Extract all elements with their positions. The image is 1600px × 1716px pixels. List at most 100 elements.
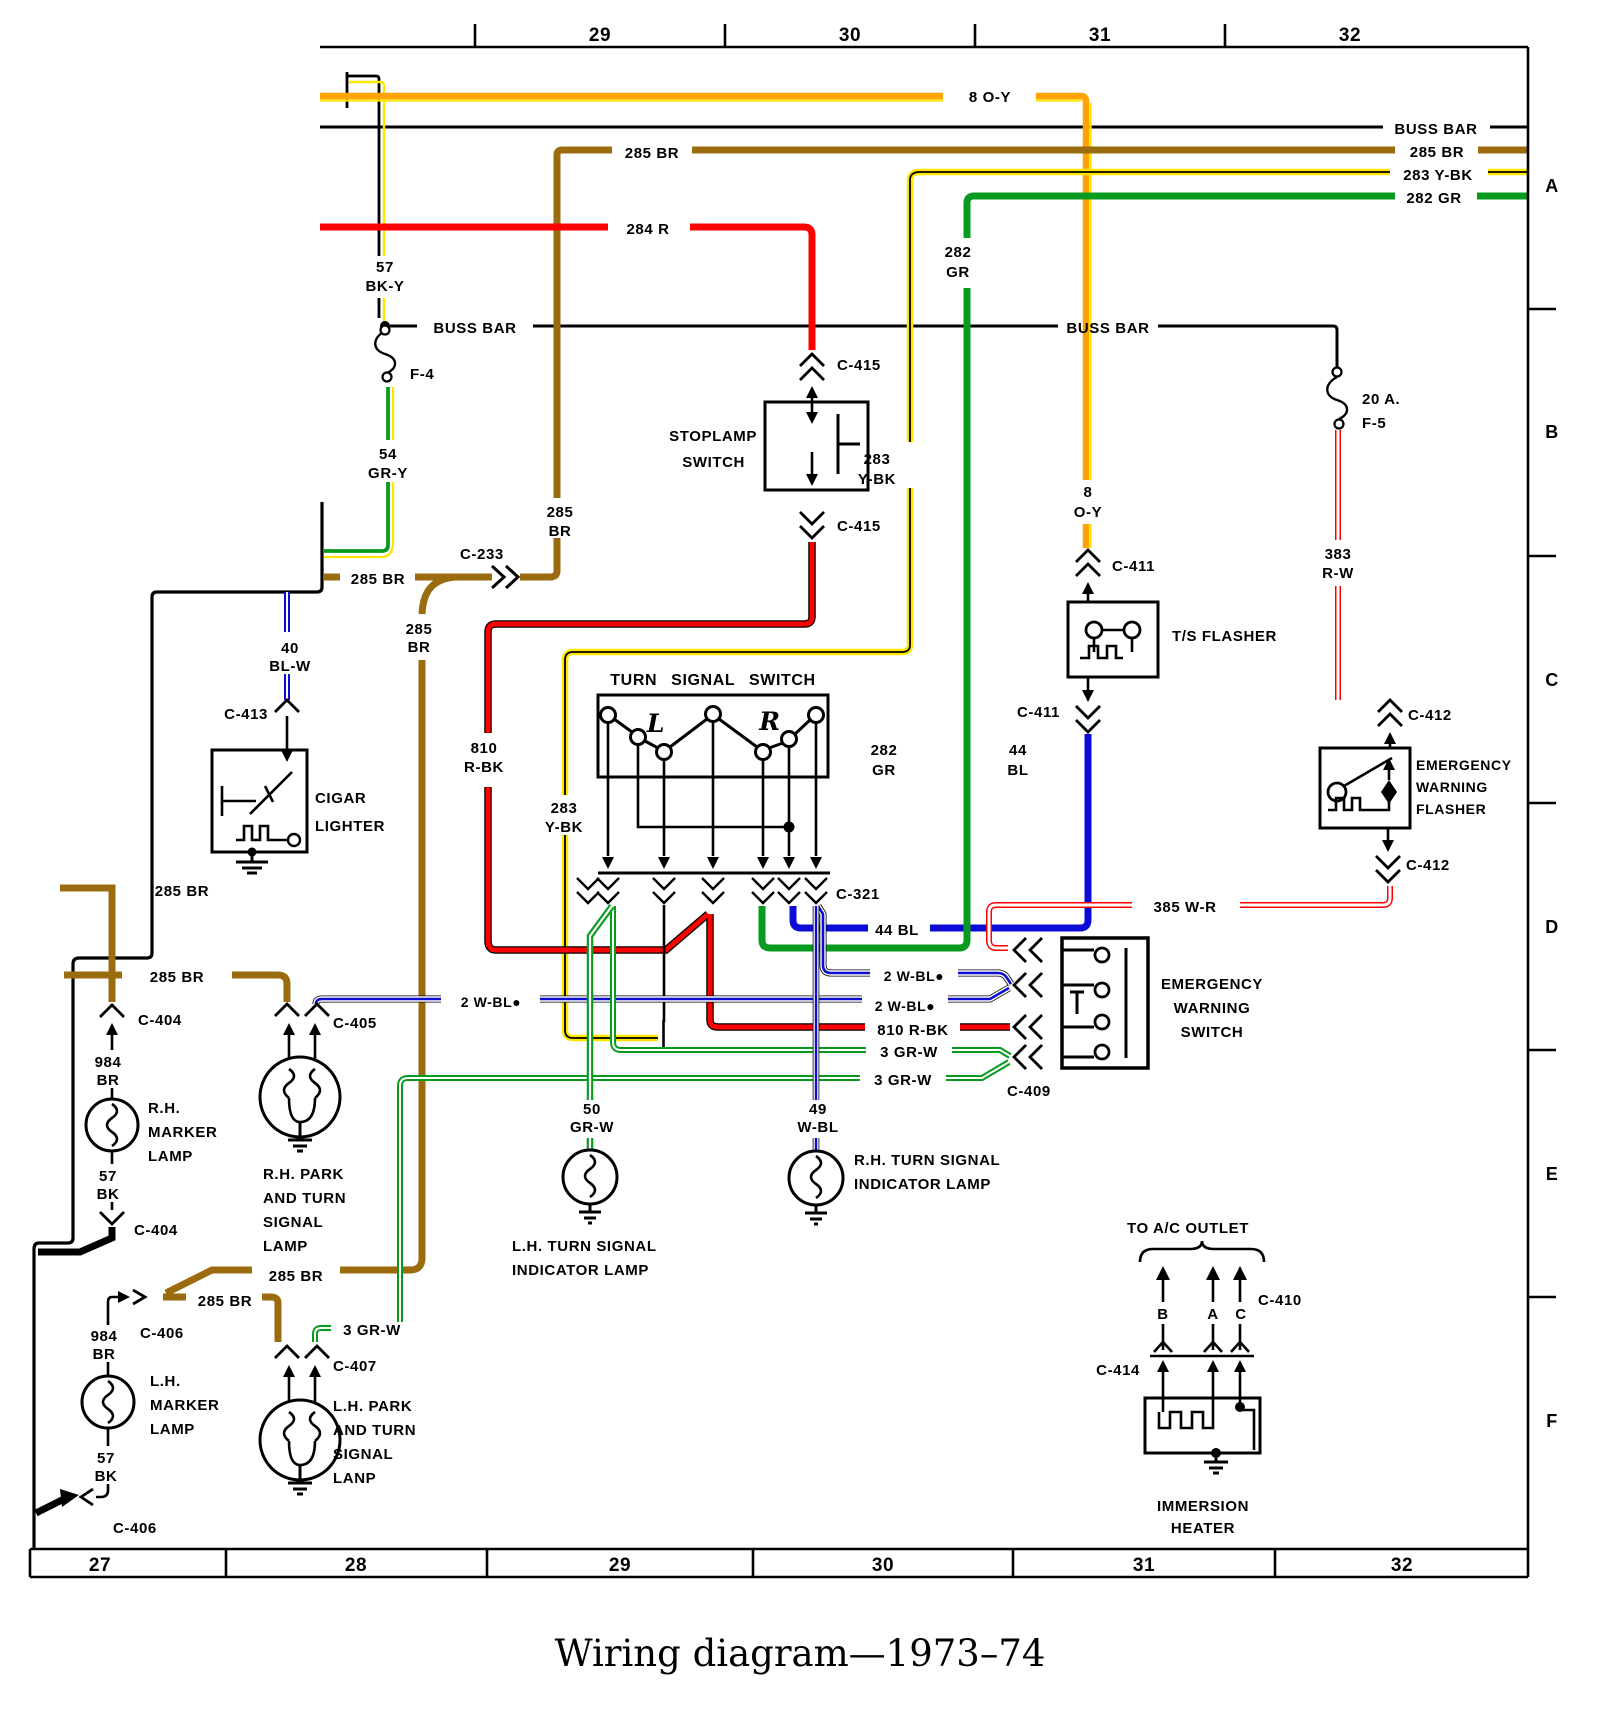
lbl-c410: C-410	[1258, 1292, 1302, 1309]
lbl-rh-park-3: SIGNAL	[263, 1214, 323, 1231]
emergency-warning-flasher	[1318, 698, 1412, 884]
arrow-icon	[1206, 1266, 1220, 1280]
arrow-icon	[118, 1291, 130, 1303]
arrow-icon	[1157, 1360, 1169, 1372]
connector-chevron-c415-top	[799, 352, 825, 381]
lbl-wbl49: W-BL	[797, 1119, 838, 1136]
connector-chevron-c404-bot	[99, 1211, 125, 1226]
lbl-282-v1: 282	[945, 244, 972, 261]
lbl-c321: C-321	[836, 886, 880, 903]
lbl-283-l: 283	[551, 800, 578, 817]
lbl-buss-bar-m: BUSS BAR	[1066, 320, 1149, 337]
lbl-285-br-stub: 285 BR	[351, 571, 405, 588]
lbl-2wbl-b1: 2 W-BL●	[461, 994, 522, 1010]
lbl-c407: C-407	[333, 1358, 377, 1375]
connector-chevron-c413	[274, 698, 300, 713]
lbl-rh-ind-2: INDICATOR LAMP	[854, 1176, 991, 1193]
lbl-cigar-1: CIGAR	[315, 790, 366, 807]
lbl-40: 40	[281, 640, 299, 657]
lbl-stoplamp-1: STOPLAMP	[669, 428, 757, 445]
lh-turn-indicator-lamp	[561, 1148, 619, 1225]
lbl-285-br-top: 285 BR	[625, 145, 679, 162]
wire-385-wr	[989, 886, 1390, 948]
lbl-blw: BL-W	[269, 658, 311, 675]
lbl-f4: F-4	[410, 366, 434, 383]
lbl-gr-v1: GR	[946, 264, 970, 281]
lbl-f5: F-5	[1362, 415, 1386, 432]
lbl-buss-bar-right: BUSS BAR	[1394, 121, 1477, 138]
arrow-icon	[806, 386, 818, 398]
lbl-285-br-a: 285 BR	[155, 883, 209, 900]
lbl-c405: C-405	[333, 1015, 377, 1032]
connector-chevron-c412-top	[1377, 698, 1403, 727]
arrow-icon	[309, 1023, 321, 1035]
lbl-44bl-h: 44 BL	[875, 922, 919, 939]
lbl-285-br-right: 285 BR	[1410, 144, 1464, 161]
lbl-rh-park-4: LAMP	[263, 1238, 308, 1255]
wire-8-oy-yellow	[320, 99, 1092, 548]
lbl-lh-ind-2: INDICATOR LAMP	[512, 1262, 649, 1279]
lbl-285-br-d: 285 BR	[198, 1293, 252, 1310]
lbl-57-rh: 57	[99, 1168, 117, 1185]
ground-icon	[805, 1205, 827, 1226]
arrow-icon	[1382, 840, 1394, 852]
arrow-icon	[1384, 732, 1396, 744]
caption: Wiring diagram—1973–74	[555, 1632, 1046, 1675]
lbl-984-lh: 984	[91, 1328, 118, 1345]
frame	[28, 24, 1556, 1579]
lbl-57-1: 57	[376, 259, 394, 276]
lbl-282-gr-right: 282 GR	[1406, 190, 1461, 207]
immersion-heater	[1143, 1340, 1262, 1475]
cigar-lighter	[210, 698, 309, 875]
lbl-2wbl-a: 2 W-BL●	[884, 968, 945, 984]
ruler-top-31: 31	[1089, 25, 1111, 46]
lbl-ac-a: A	[1207, 1306, 1218, 1323]
lbl-c406-top: C-406	[140, 1325, 184, 1342]
lbl-285-v1: 285	[547, 504, 574, 521]
ruler-top-32: 32	[1339, 25, 1361, 46]
lbl-ewf-3: FLASHER	[1416, 801, 1486, 817]
ruler-bot-29: 29	[609, 1555, 631, 1576]
lbl-ewf-1: EMERGENCY	[1416, 757, 1512, 773]
lbl-cigar-2: LIGHTER	[315, 818, 385, 835]
lbl-2wbl-b2: 2 W-BL●	[875, 998, 936, 1014]
ruler-bot-32: 32	[1391, 1555, 1413, 1576]
lbl-br-rh: BR	[97, 1072, 120, 1089]
row-letter-f: F	[1546, 1411, 1558, 1431]
lbl-ybk-m: Y-BK	[858, 471, 896, 488]
arrow-icon	[806, 474, 818, 486]
row-letter-b: B	[1545, 422, 1559, 442]
lbl-rh-marker-1: R.H.	[148, 1100, 180, 1117]
wire-44-bl	[789, 734, 1092, 932]
lbl-3grw-3: 3 GR-W	[343, 1322, 401, 1339]
lbl-c412-bot: C-412	[1406, 857, 1450, 874]
connector-chevron-c406-top	[132, 1288, 148, 1306]
lbl-grw50: GR-W	[570, 1119, 614, 1136]
lbl-c411-bot: C-411	[1017, 704, 1060, 721]
filament-icon	[101, 1379, 115, 1425]
lbl-lh-marker-1: L.H.	[150, 1373, 181, 1390]
rh-marker-lamp	[38, 1003, 140, 1256]
arrow-icon	[1234, 1360, 1246, 1372]
wires	[60, 72, 1528, 1342]
stoplamp-switch	[763, 352, 870, 540]
wire-284-r	[320, 223, 816, 350]
connector-chevron-c411-bot	[1075, 705, 1101, 734]
components	[34, 321, 1412, 1517]
lbl-285-br-c: 285 BR	[269, 1268, 323, 1285]
lbl-49: 49	[809, 1101, 827, 1118]
row-letter-e: E	[1546, 1164, 1559, 1184]
ground-wire-heavy	[34, 1495, 66, 1517]
lbl-ews-1: EMERGENCY	[1161, 976, 1263, 993]
lbl-bl: BL	[1007, 762, 1028, 779]
ruler-top-30: 30	[839, 25, 861, 46]
wire-57-bky-black	[345, 72, 381, 318]
connector-chevron-c404-top	[99, 1003, 125, 1018]
rh-park-turn-lamp	[258, 1002, 342, 1153]
lbl-R: R	[758, 707, 780, 736]
wire-285-br-main	[164, 146, 1528, 1297]
lbl-turn-signal-switch: TURN SIGNAL SWITCH	[610, 672, 815, 689]
connector-chevron-c411-top	[1075, 548, 1101, 577]
connector-chevron-c415-bot	[799, 511, 825, 540]
lbl-3grw-2: 3 GR-W	[874, 1072, 932, 1089]
